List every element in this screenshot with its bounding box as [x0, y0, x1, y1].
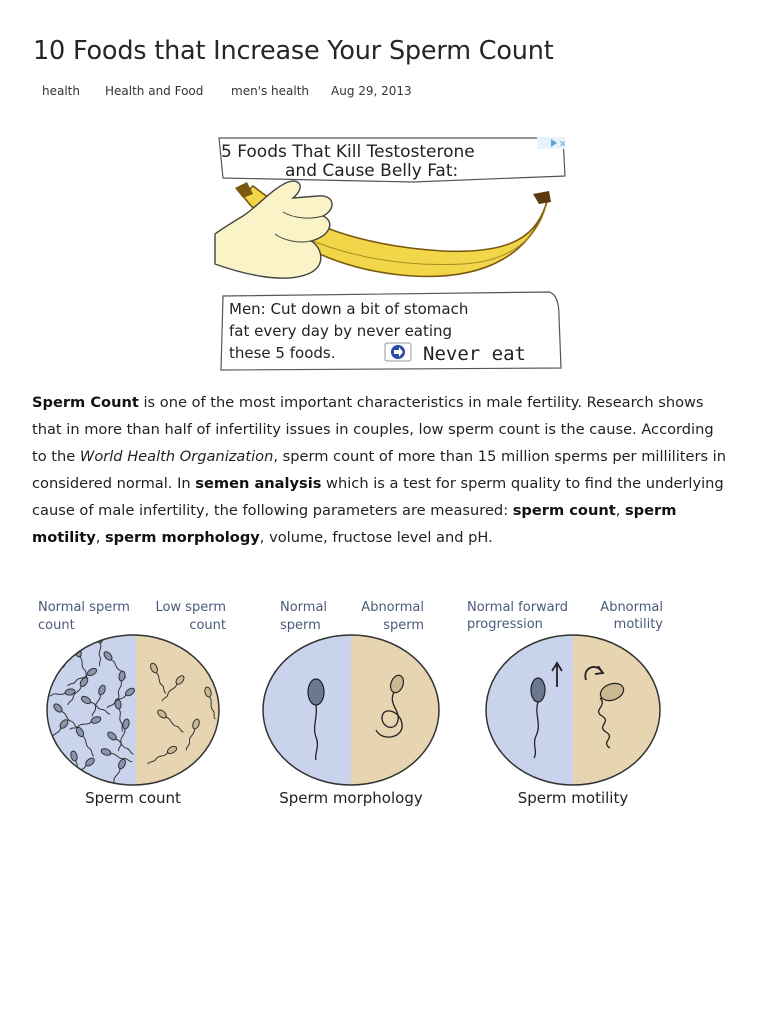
svg-text:✕: ✕ [559, 140, 567, 150]
ad-body-line3: these 5 foods. [229, 344, 335, 362]
ad-cta-text[interactable]: Never eat [423, 343, 526, 365]
panel1-left-label-2: count [38, 618, 75, 633]
ad-body-line2: fat every day by never eating [229, 322, 452, 340]
tag-mens-health[interactable]: men's health [231, 84, 310, 98]
sperm-cell-icon [204, 686, 216, 720]
panel1-right-label-1: Low sperm [155, 600, 226, 615]
sperm-cell-icon [157, 709, 184, 733]
separator: , [95, 529, 105, 546]
panel3-left-label-2: progression [467, 617, 543, 632]
tag-health[interactable]: health [42, 84, 80, 98]
sperm-cell-icon [100, 748, 133, 763]
panel2-right-label-1: Abnormal [361, 600, 424, 615]
panel1-left-label-1: Normal sperm [38, 600, 130, 615]
panel3-right-label-2: motility [614, 617, 664, 632]
panel-sperm-motility: Normal forward progression Abnormal moti… [467, 600, 664, 807]
para-text: which is a test for sperm quality to fin… [32, 475, 724, 519]
sperm-cell-icon [67, 667, 98, 687]
panel2-left-label-2: sperm [280, 618, 321, 633]
sperm-cell-icon [69, 716, 102, 730]
term-sperm-count: Sperm Count [32, 394, 139, 411]
separator: , [615, 502, 625, 519]
panel-sperm-count: Normal sperm count Low sperm count Sperm… [38, 600, 226, 807]
normal-sperm-icon [307, 678, 325, 761]
sperm-cell-icon [161, 675, 185, 702]
advertisement-banner[interactable]: 5 Foods That Kill Testosterone and Cause… [213, 136, 567, 371]
sperm-cell-icon [80, 695, 111, 715]
panel2-caption: Sperm morphology [279, 789, 423, 807]
ad-body-line1: Men: Cut down a bit of stomach [229, 300, 468, 318]
ad-headline-line1: 5 Foods That Kill Testosterone [221, 142, 475, 162]
panel2-left-label-1: Normal [280, 600, 327, 615]
article-title: 10 Foods that Increase Your Sperm Count [33, 36, 554, 66]
param-sperm-morphology: sperm morphology [105, 529, 260, 546]
semen-analysis-diagram: Normal sperm count Low sperm count Sperm… [30, 592, 680, 814]
sperm-cell-icon [185, 718, 200, 751]
sperm-cell-icon [109, 758, 126, 785]
term-semen-analysis: semen analysis [195, 475, 322, 492]
sperm-cell-icon [116, 670, 126, 704]
adchoices-icon[interactable]: ✕ [537, 137, 567, 150]
param-sperm-motility: sperm motility [32, 502, 677, 546]
para-text: , volume, fructose level and pH. [259, 529, 493, 546]
panel3-right-label-1: Abnormal [600, 600, 663, 615]
panel3-left-label-1: Normal forward [467, 600, 568, 615]
sperm-cell-icon [150, 662, 167, 694]
panel1-caption: Sperm count [85, 789, 181, 807]
hand-icon [214, 180, 333, 279]
sperm-cell-icon [67, 677, 89, 706]
intro-paragraph: Sperm Count is one of the most important… [32, 389, 732, 551]
sperm-cell-icon [47, 688, 76, 698]
abnormal-sperm-icon [375, 674, 405, 738]
panel-sperm-morphology: Normal sperm Abnormal sperm Sperm morpho… [262, 600, 440, 807]
param-sperm-count: sperm count [512, 502, 616, 519]
para-text: , sperm count of more than 15 million sp… [32, 448, 726, 492]
diagram-svg: Normal sperm count Low sperm count Sperm… [38, 600, 664, 807]
tag-health-and-food[interactable]: Health and Food [105, 84, 204, 98]
sperm-cell-icon [118, 718, 130, 752]
publish-date: Aug 29, 2013 [331, 84, 412, 98]
forward-sperm-icon [530, 661, 563, 759]
sperm-cell-icon [147, 745, 178, 765]
sperm-cell-icon [53, 703, 78, 729]
sperm-cell-icon [106, 687, 135, 709]
sperm-cell-icon [114, 698, 124, 732]
ad-headline-line2: and Cause Belly Fat: [285, 161, 458, 181]
abnormal-motility-sperm-icon [584, 665, 625, 749]
sperm-cell-icon [107, 731, 134, 755]
panel3-caption: Sperm motility [518, 789, 629, 807]
panel1-right-label-2: count [189, 618, 226, 633]
para-text: is one of the most important characteris… [32, 394, 714, 465]
sperm-cell-icon [91, 684, 106, 717]
who-reference: World Health Organization [79, 448, 274, 465]
ad-illustration: 5 Foods That Kill Testosterone and Cause… [214, 137, 567, 371]
ad-arrow-button[interactable] [384, 342, 412, 362]
panel2-right-label-2: sperm [383, 618, 424, 633]
